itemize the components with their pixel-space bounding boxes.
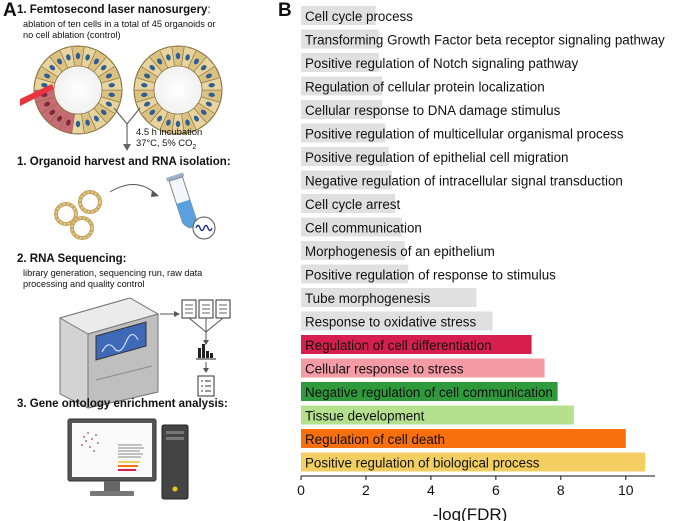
control-organoid [133,45,223,135]
organoid-illustrations [20,45,223,135]
bar-label: Negative regulation of cell communicatio… [305,385,553,400]
rna-isolation-illustration [54,172,216,240]
bar-label: Morphogenesis of an epithelium [305,244,495,259]
bar [301,358,545,378]
bar [301,29,379,49]
bar-label: Cellular response to stress [305,362,464,377]
bar-label: Regulation of cellular protein localizat… [305,80,545,95]
tube-icon [166,172,197,229]
bar [301,170,392,190]
bar-label: Transforming Growth Factor beta receptor… [305,33,665,48]
bar [301,100,383,119]
data-files-icon [181,299,231,319]
bar [301,6,376,25]
step1-line1: ablation of ten cells in a total of 45 o… [23,19,216,29]
sequencing-illustration [58,297,231,409]
bar-label: Regulation of cell death [305,432,445,447]
step2-title: 1. Organoid harvest and RNA isolation: [17,156,231,168]
bar-label: Positive regulation of response to stimu… [305,268,556,283]
panel-a-letter: A [3,0,17,21]
monitor-icon [67,418,157,496]
step1-description: ablation of ten cells in a total of 45 o… [23,19,216,41]
sequencer-icon [58,297,160,409]
step3-description: library generation, sequencing run, raw … [23,268,202,290]
x-tick-label: 8 [557,482,565,498]
x-tick-label: 0 [297,482,305,498]
bar-label: Positive regulation of biological proces… [305,456,540,471]
checklist-icon [197,375,215,397]
bar-label: Cell cycle arrest [305,197,401,212]
bar-label: Negative regulation of intracellular sig… [305,174,623,189]
bar [301,311,493,331]
panel-b-letter: B [278,0,292,21]
bar [301,264,409,284]
bar-label: Regulation of cell differentiation [305,338,492,353]
bar-label: Positive regulation of Notch signaling p… [305,56,578,71]
x-tick-label: 4 [427,482,435,498]
step3-line2: processing and quality control [23,279,145,289]
bar [301,382,558,401]
step1-title-suffix: : [207,4,211,16]
bar [301,76,383,96]
bar [301,123,386,143]
x-axis-label: -log(FDR) [433,505,508,521]
bar [301,147,389,166]
step1-title: 1. Femtosecond laser nanosurgery: [17,4,211,16]
bar-label: Cellular response to DNA damage stimulus [305,103,561,118]
step3-title: 2. RNA Sequencing: [17,253,127,265]
transfer-arrow [109,184,157,195]
step1-title-text: 1. Femtosecond laser nanosurgery [17,4,208,16]
incubation-conditions-line: 37°C, 5% CO2 [136,137,197,151]
step1-line2: no cell ablation (control) [23,30,121,40]
bar-label: Tube morphogenesis [305,291,431,306]
bar [301,53,379,72]
step4-title: 3. Gene ontology enrichment analysis: [17,398,228,410]
bar-label: Response to oxidative stress [305,315,476,330]
flow-arrow-1 [113,107,141,151]
ablated-organoid [33,45,123,135]
bar [301,241,405,260]
bar [301,217,402,237]
bar [301,194,396,213]
x-tick-label: 2 [362,482,370,498]
computer-illustration [67,418,189,500]
laser-beam-icon [20,84,54,106]
bar [301,429,626,448]
bar-label: Positive regulation of epithelial cell m… [305,150,569,165]
incubation-conditions: 4.5 h incubation 37°C, 5% CO2 [136,126,202,153]
bar-label: Positive regulation of multicellular org… [305,127,624,142]
bar [301,288,477,307]
step3-line1: library generation, sequencing run, raw … [23,268,203,278]
tower-icon [161,424,189,500]
bar-label: Cell cycle process [305,9,413,24]
bar-chart-icon [196,344,216,360]
bar-label: Cell communication [305,221,422,236]
organoid-small-icon [54,190,102,240]
bar-label: Tissue development [305,409,425,424]
x-tick-label: 10 [618,482,634,498]
bar [301,405,574,425]
incubation-time: 4.5 h incubation [136,126,203,137]
bar [301,335,532,354]
x-tick-label: 6 [492,482,500,498]
bar [301,452,646,472]
